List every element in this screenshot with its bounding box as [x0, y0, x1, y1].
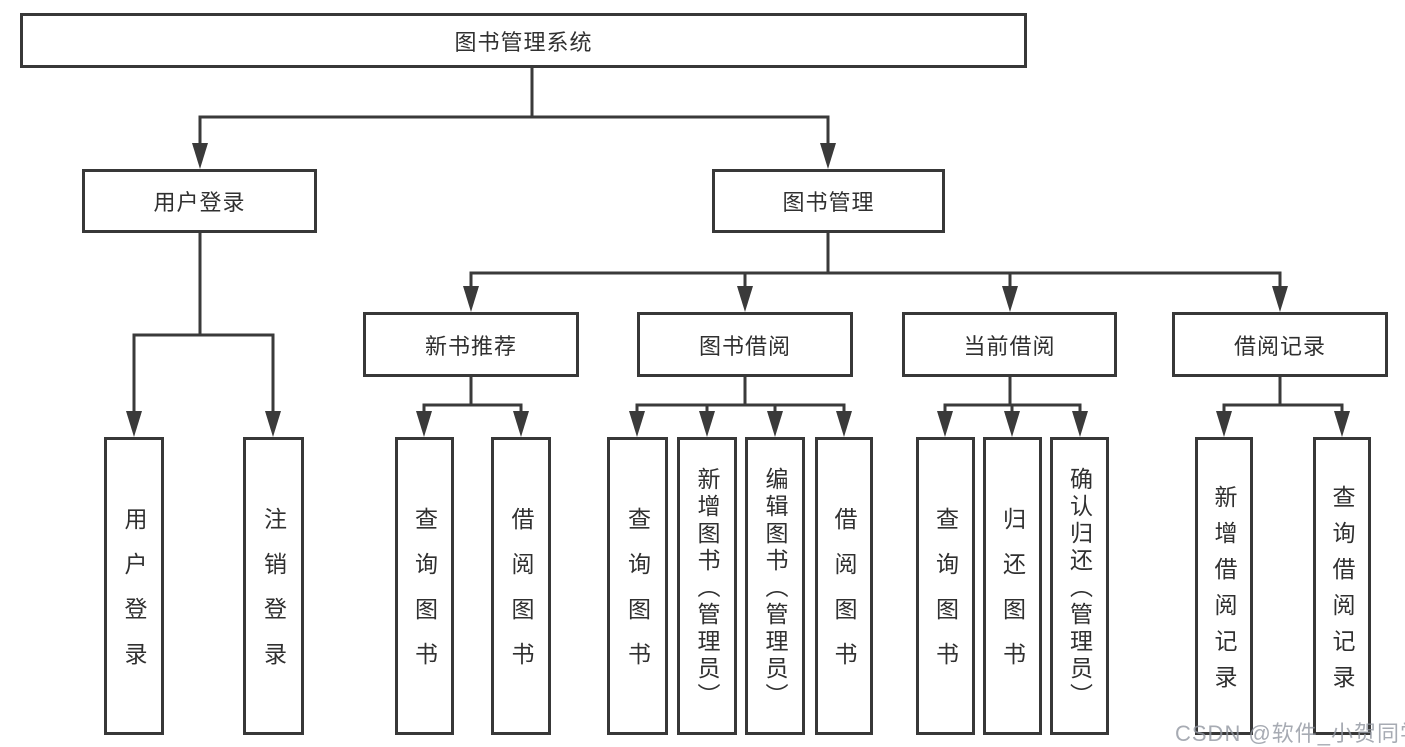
arrowhead-icon [1216, 411, 1232, 437]
connector-bookmgmt-level3 [469, 233, 1282, 296]
leaf-label: 归还图书 [999, 507, 1026, 687]
arrowhead-icon [836, 411, 852, 437]
node-book-borrowing: 图书借阅 [637, 312, 853, 377]
arrowhead-icon [820, 143, 836, 169]
leaf-add-borrow-record: 新增借阅记录 [1195, 437, 1253, 735]
node-label: 图书管理 [782, 190, 875, 215]
node-label: 借阅记录 [1233, 333, 1326, 359]
node-root: 图书管理系统 [20, 13, 1027, 68]
arrowhead-icon [767, 411, 783, 437]
arrowhead-icon [1334, 411, 1350, 437]
arrowhead-icon [1004, 411, 1020, 437]
leaf-label: 借阅图书 [831, 507, 857, 687]
arrowhead-icon [192, 143, 208, 169]
arrowhead-icon [1272, 286, 1288, 312]
arrowhead-icon [265, 411, 281, 437]
leaf-logout: 注销登录 [243, 437, 304, 735]
arrowhead-icon [126, 411, 142, 437]
connector-records-leaves [1222, 377, 1344, 420]
connector-userlogin-leaves [132, 233, 275, 420]
leaf-label: 查询图书 [411, 507, 438, 687]
arrowhead-group [126, 143, 1350, 437]
leaf-borrowing-query-books: 查询图书 [607, 437, 668, 735]
arrowhead-icon [699, 411, 715, 437]
node-label: 新书推荐 [424, 333, 517, 359]
node-label: 当前借阅 [963, 333, 1056, 359]
leaf-label: 编辑图书（管理员） [762, 466, 788, 710]
leaf-current-query-books: 查询图书 [916, 437, 975, 735]
leaf-label: 查询图书 [624, 507, 651, 687]
arrowhead-icon [416, 411, 432, 437]
arrowhead-icon [1002, 286, 1018, 312]
leaf-borrowing-borrow-books: 借阅图书 [815, 437, 873, 735]
leaf-add-books-admin: 新增图书（管理员） [677, 437, 737, 735]
arrowhead-icon [463, 286, 479, 312]
node-label: 图书管理系统 [454, 29, 593, 55]
node-book-management: 图书管理 [712, 169, 945, 233]
node-user-login: 用户登录 [82, 169, 317, 233]
csdn-watermark: CSDN @软件_小贺同学 [1175, 721, 1405, 746]
leaf-label: 查询图书 [932, 507, 959, 687]
leaf-return-books: 归还图书 [983, 437, 1042, 735]
arrowhead-icon [937, 411, 953, 437]
leaf-label: 确认归还（管理员） [1066, 466, 1093, 710]
node-borrowing-records: 借阅记录 [1172, 312, 1388, 377]
leaf-label: 用户登录 [121, 507, 147, 687]
arrowhead-icon [513, 411, 529, 437]
leaf-label: 查询借阅记录 [1329, 484, 1355, 701]
leaf-newbook-query-books: 查询图书 [395, 437, 454, 735]
leaf-newbook-borrow-books: 借阅图书 [491, 437, 551, 735]
leaf-user-login: 用户登录 [104, 437, 164, 735]
leaf-label: 新增图书（管理员） [694, 466, 720, 710]
node-label: 用户登录 [153, 190, 246, 215]
node-current-borrowing: 当前借阅 [902, 312, 1117, 377]
leaf-query-borrow-record: 查询借阅记录 [1313, 437, 1371, 735]
node-new-book-recommendation: 新书推荐 [363, 312, 579, 377]
leaf-confirm-return-admin: 确认归还（管理员） [1050, 437, 1109, 735]
node-label: 图书借阅 [698, 333, 791, 359]
leaf-label: 借阅图书 [508, 507, 534, 687]
leaf-label: 注销登录 [260, 507, 287, 687]
arrowhead-icon [737, 286, 753, 312]
connector-root-level2 [198, 68, 830, 150]
connector-newbook-leaves [422, 377, 523, 420]
leaf-label: 新增借阅记录 [1211, 484, 1237, 701]
leaf-edit-books-admin: 编辑图书（管理员） [745, 437, 805, 735]
arrowhead-icon [1072, 411, 1088, 437]
arrowhead-icon [629, 411, 645, 437]
connector-borrow-leaves [635, 377, 846, 420]
